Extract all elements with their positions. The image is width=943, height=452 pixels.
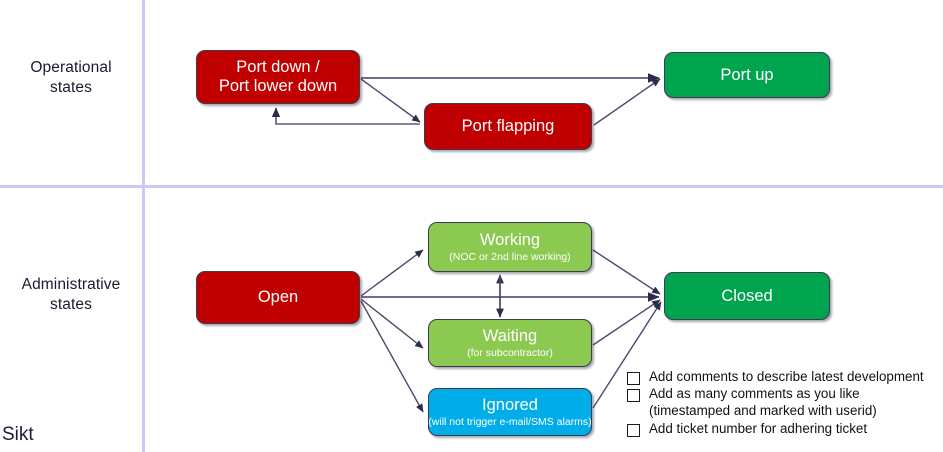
- state-node-closed[interactable]: Closed: [664, 272, 830, 320]
- checklist-item[interactable]: Add as many comments as you like (timest…: [627, 385, 943, 419]
- state-node-closed-label: Closed: [721, 286, 773, 305]
- row-label-administrative: Administrative states: [0, 275, 142, 315]
- vertical-divider: [142, 0, 145, 452]
- state-node-port-up-label: Port up: [720, 65, 774, 84]
- state-node-ignored-label: Ignored: [482, 396, 538, 414]
- state-node-port-flapping[interactable]: Port flapping: [424, 103, 592, 150]
- checkbox-icon: [627, 389, 640, 403]
- state-node-waiting-label: Waiting: [482, 327, 538, 345]
- state-node-open[interactable]: Open: [196, 271, 360, 324]
- state-node-working-label: Working: [479, 231, 541, 249]
- arrow-portdown-to-portflapping: [360, 78, 421, 123]
- checkbox-icon: [627, 423, 640, 437]
- row-label-operational: Operational states: [2, 58, 140, 98]
- arrow-portflapping-to-portup: [593, 78, 661, 126]
- state-node-ignored-sublabel: (will not trigger e-mail/SMS alarms): [428, 416, 592, 428]
- checklist: Add comments to describe latest developm…: [627, 368, 943, 437]
- arrow-waiting-to-closed: [592, 299, 661, 346]
- arrow-portflapping-to-portdown: [271, 107, 420, 125]
- state-node-port-flapping-label: Port flapping: [461, 117, 555, 135]
- checklist-item-label: Add ticket number for adhering ticket: [649, 420, 868, 436]
- brand-logo-text: Sikt: [2, 424, 34, 445]
- arrow-working-to-closed: [592, 249, 661, 295]
- arrow-open-to-working: [360, 249, 424, 297]
- checklist-item-label: Add as many comments as you like (timest…: [649, 386, 877, 419]
- checkbox-icon: [627, 372, 640, 385]
- state-node-working-sublabel: (NOC or 2nd line working): [449, 251, 571, 263]
- checklist-item-label: Add comments to describe latest developm…: [649, 369, 924, 384]
- row-label-operational-line2: states: [50, 79, 92, 96]
- row-label-administrative-line1: Administrative: [21, 276, 121, 293]
- state-node-open-label: Open: [257, 288, 299, 306]
- checklist-item[interactable]: Add ticket number for adhering ticket: [627, 420, 943, 437]
- state-node-waiting-sublabel: (for subcontractor): [467, 347, 553, 359]
- state-node-port-down[interactable]: Port down / Port lower down: [196, 50, 360, 104]
- row-label-operational-line1: Operational: [30, 59, 112, 76]
- state-node-ignored[interactable]: Ignored (will not trigger e-mail/SMS ala…: [428, 388, 592, 436]
- arrow-ignored-to-closed: [592, 301, 662, 409]
- row-label-administrative-line2: states: [50, 296, 92, 313]
- state-node-port-up[interactable]: Port up: [664, 52, 830, 98]
- state-node-waiting[interactable]: Waiting (for subcontractor): [428, 319, 592, 367]
- checklist-item[interactable]: Add comments to describe latest developm…: [627, 368, 943, 385]
- state-node-port-down-label: Port down / Port lower down: [218, 58, 338, 95]
- state-node-working[interactable]: Working (NOC or 2nd line working): [428, 222, 592, 272]
- arrow-open-to-waiting: [360, 298, 424, 349]
- arrow-open-to-ignored: [360, 300, 424, 413]
- horizontal-divider: [0, 185, 943, 188]
